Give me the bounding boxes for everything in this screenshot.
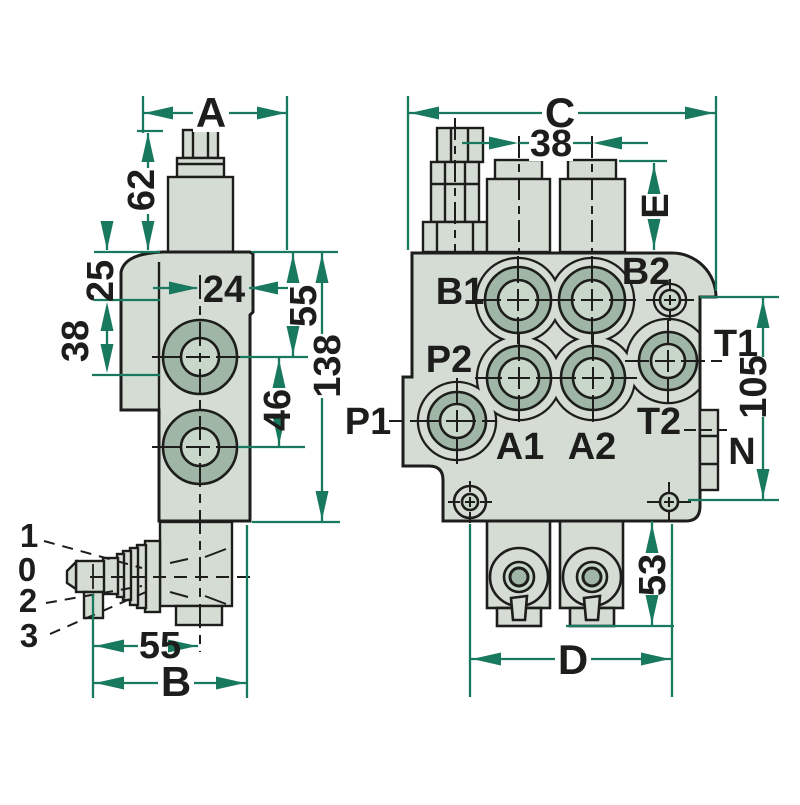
lever-pos-0: 0: [18, 551, 36, 588]
dim-label-c: C: [545, 89, 575, 136]
side-relief-valve: [166, 128, 235, 254]
bottom-cap-1-pin: [508, 566, 530, 588]
dim-label-55-lever: 55: [139, 625, 181, 667]
dim-label-105: 105: [733, 355, 775, 418]
n-boss: [698, 408, 720, 492]
hex-nut: [435, 126, 485, 164]
lever-pos-1: 1: [20, 517, 38, 554]
dim-label-d: D: [558, 636, 588, 683]
dim-label-46: 46: [257, 389, 299, 431]
dim-label-38-front: 38: [530, 123, 572, 165]
spool-housing: [158, 520, 234, 608]
port-label-p1: P1: [345, 401, 391, 443]
dim-label-53: 53: [632, 554, 674, 596]
valve-cap: [166, 175, 235, 254]
dim-label-38-side: 38: [55, 320, 97, 362]
port-label-a2: A2: [568, 426, 617, 468]
labels: A 62 25 38 24 55 138 46 55 B 1 0 2 3 C 3…: [18, 89, 775, 705]
side-centerlines: [90, 275, 250, 652]
bottom-cap-1-tab: [509, 594, 529, 622]
lever-tip: [65, 559, 78, 592]
port-label-b1: B1: [436, 271, 485, 313]
top-spool-caps: [485, 158, 627, 254]
dimension-lines: [91, 96, 779, 698]
port-label-b2: B2: [622, 251, 671, 293]
collar: [175, 156, 226, 179]
bottom-cap-2-pin: [581, 566, 603, 588]
port-label-t1: T1: [714, 323, 758, 365]
label-backgrounds: [126, 96, 768, 700]
port-label-t2: T2: [637, 401, 681, 443]
lever-pos-2: 2: [19, 582, 37, 619]
front-view: [389, 118, 727, 628]
dim-label-25: 25: [80, 260, 122, 302]
dim-label-24: 24: [203, 269, 245, 311]
dim-label-55-side: 55: [283, 285, 325, 327]
dim-label-b: B: [161, 658, 191, 705]
control-lever: [65, 520, 234, 627]
bottom-spool-caps: [485, 519, 625, 628]
port-label-a1: A1: [496, 426, 545, 468]
side-view: [43, 128, 255, 652]
bottom-cap-2-tab: [582, 594, 602, 622]
dim-label-62: 62: [121, 169, 163, 211]
dim-label-138: 138: [307, 334, 349, 397]
dim-label-a: A: [196, 89, 226, 136]
dim-label-e: E: [635, 193, 677, 218]
front-centerlines: [389, 118, 727, 523]
port-label-n: N: [728, 431, 755, 473]
lever-pos-3: 3: [20, 617, 38, 654]
port-label-p2: P2: [426, 339, 472, 381]
